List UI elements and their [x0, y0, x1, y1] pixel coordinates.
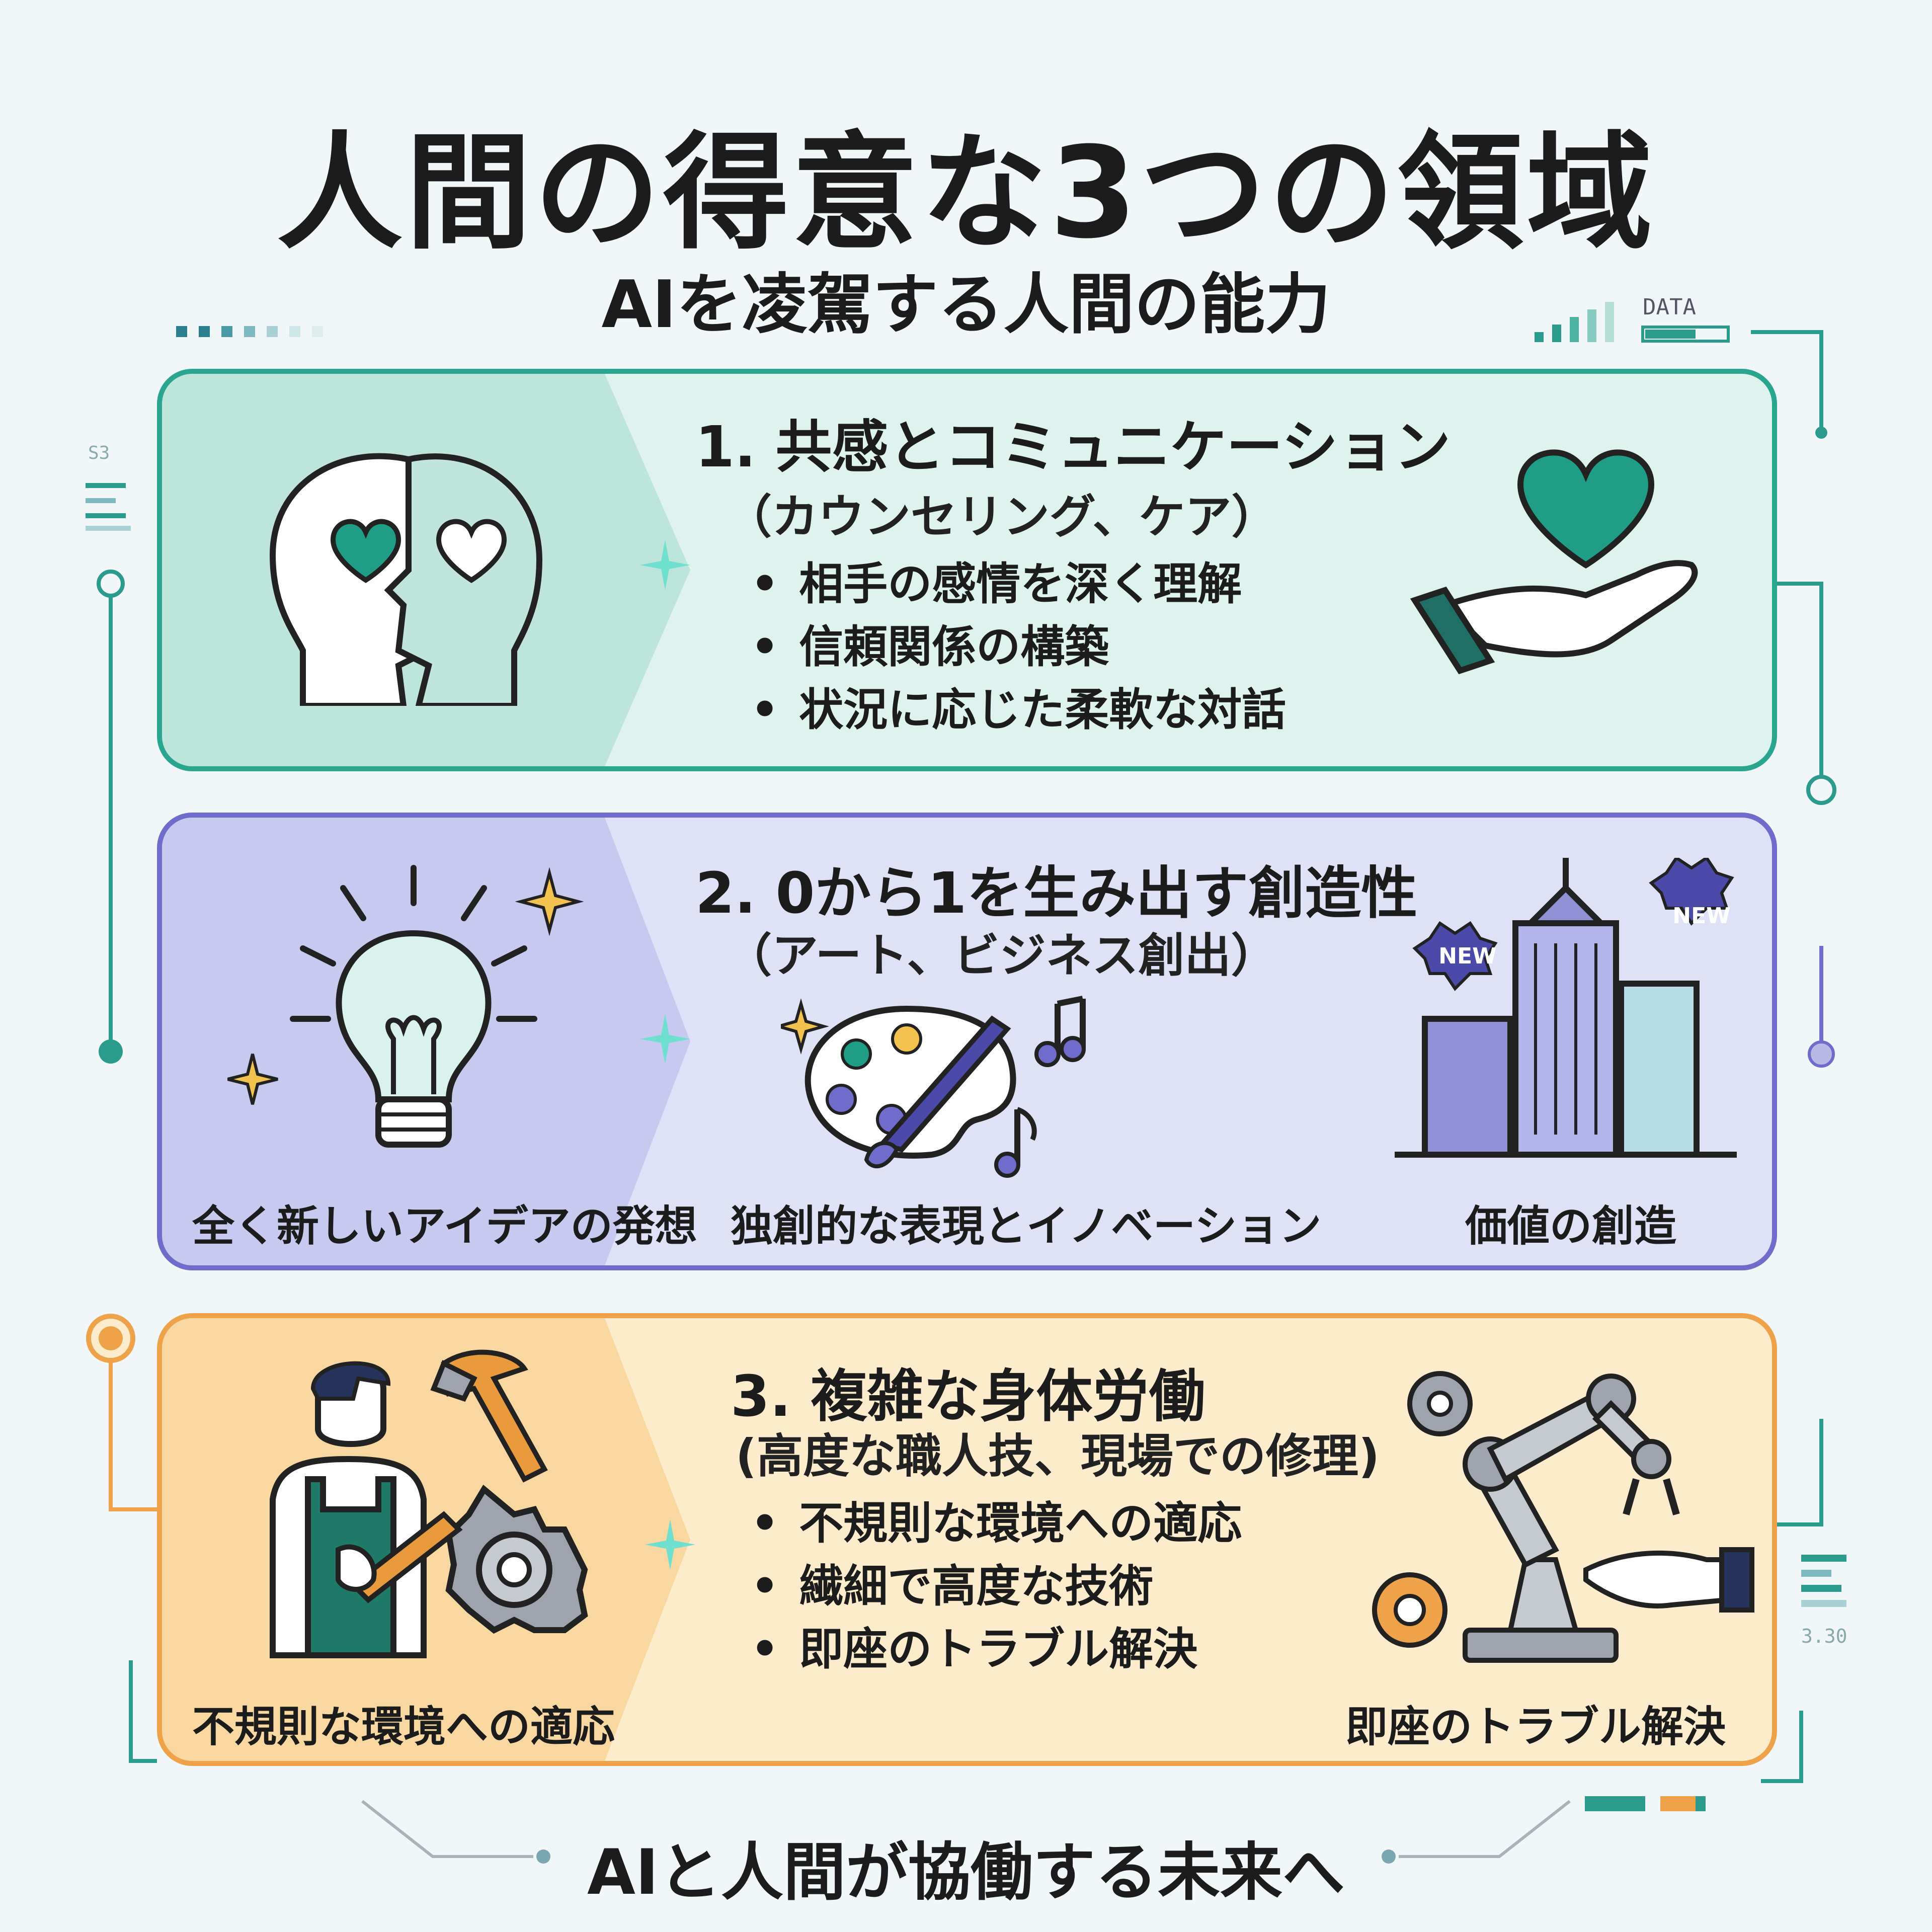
sparkle-icon: [640, 1014, 690, 1064]
footer-text: AIと人間が協働する未来へ: [587, 1836, 1345, 1909]
page-title: 人間の得意な3つの領域: [277, 120, 1655, 266]
num-label: 3.30: [1801, 1625, 1847, 1647]
page-subtitle: AIを凌駕する人間の能力: [601, 266, 1331, 343]
new-badge: NEW: [1672, 903, 1731, 929]
panel1-subheading: （カウンセリング、ケア）: [726, 490, 1278, 544]
lightbulb-icon: [227, 865, 584, 1148]
panel2-caption-2: 独創的な表現とイノベーション: [731, 1201, 1322, 1251]
list-item: 繊細で高度な技術: [751, 1555, 1242, 1618]
heads-empathy-icon: [269, 453, 543, 706]
palette-icon: [781, 996, 1086, 1178]
list-item: 即座のトラブル解決: [751, 1618, 1242, 1680]
data-label: DATA: [1643, 294, 1696, 320]
list-item: 信頼関係の構築: [751, 615, 1286, 678]
sparkle-icon: [640, 540, 690, 590]
panel1-heading: 1. 共感とコミュニケーション: [695, 415, 1451, 480]
list-item: 不規則な環境への適応: [751, 1492, 1242, 1555]
panel-physical-labor: 3. 複雑な身体労働 (高度な職人技、現場での修理) 不規則な環境への適応 繊細…: [157, 1313, 1777, 1766]
panel3-bullets: 不規則な環境への適応 繊細で高度な技術 即座のトラブル解決: [751, 1492, 1242, 1680]
panel3-caption-2: 即座のトラブル解決: [1345, 1702, 1726, 1751]
city-buildings-icon: [1395, 858, 1737, 1158]
new-badge: NEW: [1438, 943, 1497, 969]
worker-repair-icon: [270, 1349, 588, 1658]
panel3-caption-1: 不規則な環境への適応: [192, 1702, 615, 1751]
panel3-heading: 3. 複雑な身体労働: [731, 1364, 1205, 1429]
panel-empathy: 1. 共感とコミュニケーション （カウンセリング、ケア） 相手の感情を深く理解 …: [157, 369, 1777, 771]
panel-creativity: 2. 0から1を生み出す創造性 （アート、ビジネス創出） NEW NEW 全く新…: [157, 813, 1777, 1270]
heart-hand-icon: [1410, 449, 1698, 675]
panel1-bullets: 相手の感情を深く理解 信頼関係の構築 状況に応じた柔軟な対話: [751, 552, 1286, 741]
robot-arm-icon: [1372, 1371, 1754, 1663]
sparkle-icon: [645, 1519, 695, 1570]
panel2-caption-3: 価値の創造: [1465, 1201, 1676, 1251]
panel3-subheading: (高度な職人技、現場での修理): [736, 1429, 1380, 1483]
list-item: 状況に応じた柔軟な対話: [751, 678, 1286, 741]
s3-label: S3: [88, 443, 110, 463]
list-item: 相手の感情を深く理解: [751, 552, 1286, 615]
panel2-caption-1: 全く新しいアイデアの発想: [192, 1201, 697, 1251]
panel2-heading: 2. 0から1を生み出す創造性: [695, 861, 1418, 926]
panel2-subheading: （アート、ビジネス創出）: [726, 929, 1277, 983]
